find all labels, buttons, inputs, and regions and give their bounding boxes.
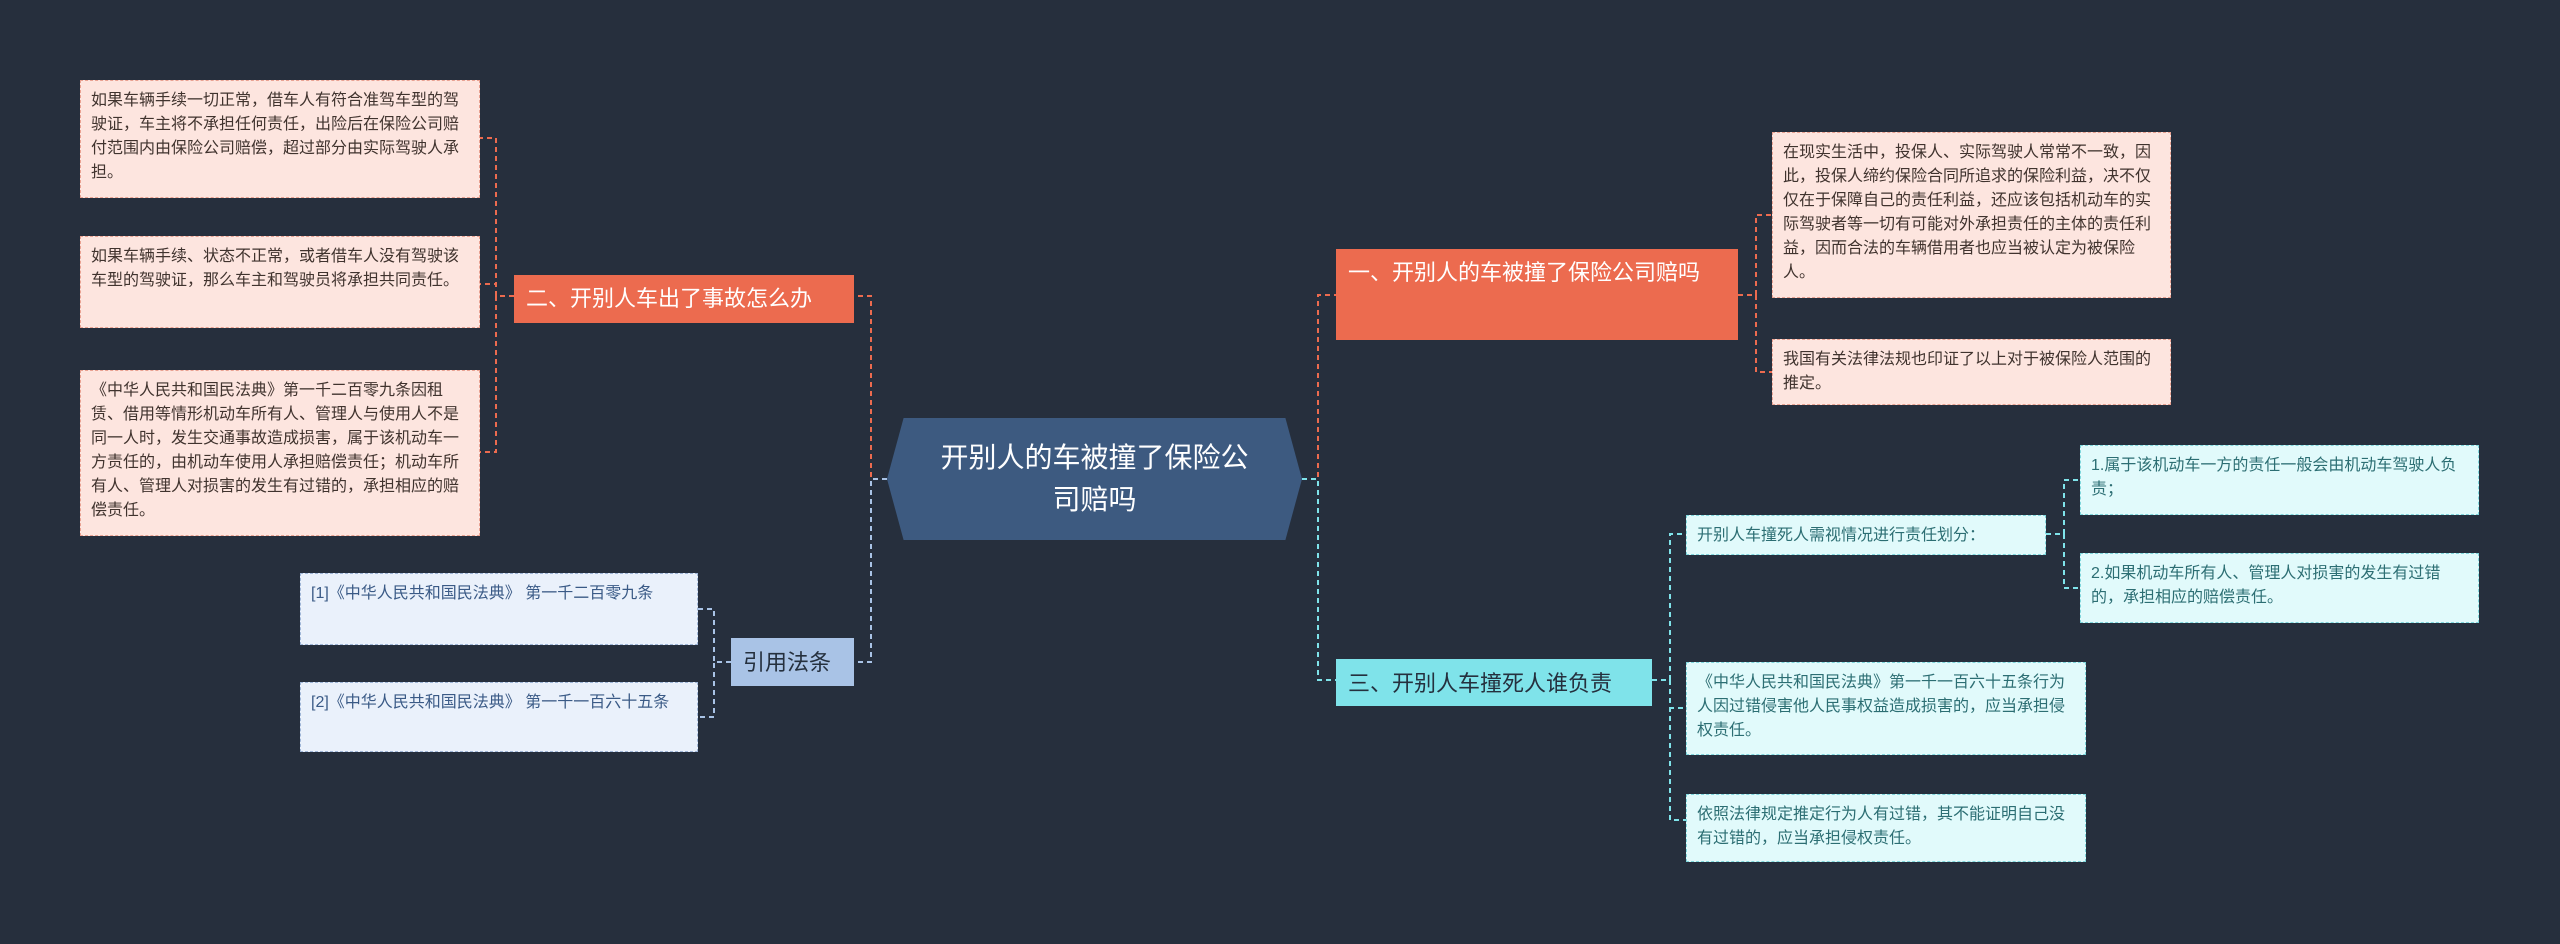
connector-b3-sub: [1652, 533, 1686, 681]
branch-2-leaf-1[interactable]: 如果车辆手续一切正常，借车人有符合准驾车型的驾驶证，车主将不承担任何责任，出险后…: [80, 80, 480, 198]
branch-topic-3[interactable]: 三、开别人车撞死人谁负责: [1336, 659, 1652, 706]
connector-b2-leaf3: [480, 295, 514, 453]
branch-topic-1[interactable]: 一、开别人的车被撞了保险公司赔吗: [1336, 249, 1738, 340]
connector-b4-leaf2: [698, 661, 731, 718]
branch-topic-1-label: 一、开别人的车被撞了保险公司赔吗: [1348, 260, 1701, 285]
branch-2-leaf-3[interactable]: 《中华人民共和国民法典》第一千二百零九条因租赁、借用等情形机动车所有人、管理人与…: [80, 370, 480, 536]
branch-2-leaf-1-text: 如果车辆手续一切正常，借车人有符合准驾车型的驾驶证，车主将不承担任何责任，出险后…: [91, 92, 460, 181]
branch-1-leaf-1-text: 在现实生活中，投保人、实际驾驶人常常不一致，因此，投保人缔约保险合同所追求的保险…: [1783, 144, 2152, 281]
root-topic-label: 开别人的车被撞了保险公司赔吗: [940, 442, 1249, 515]
connector-sub-leaf1: [2046, 479, 2080, 535]
branch-4-leaf-2[interactable]: [2]《中华人民共和国民法典》 第一千一百六十五条: [300, 682, 698, 752]
branch-3-leaf-2[interactable]: 依照法律规定推定行为人有过错，其不能证明自己没有过错的，应当承担侵权责任。: [1686, 794, 2086, 862]
branch-3-sub-topic[interactable]: 开别人车撞死人需视情况进行责任划分：: [1686, 515, 2046, 555]
branch-4-leaf-1[interactable]: [1]《中华人民共和国民法典》 第一千二百零九条: [300, 573, 698, 645]
connector-sub-leaf2: [2046, 533, 2080, 589]
branch-3-sub-leaf-1[interactable]: 1.属于该机动车一方的责任一般会由机动车驾驶人负责；: [2080, 445, 2479, 515]
branch-2-leaf-3-text: 《中华人民共和国民法典》第一千二百零九条因租赁、借用等情形机动车所有人、管理人与…: [91, 382, 460, 519]
branch-1-leaf-2[interactable]: 我国有关法律法规也印证了以上对于被保险人范围的推定。: [1772, 339, 2171, 405]
branch-topic-2-label: 二、开别人车出了事故怎么办: [526, 286, 813, 311]
branch-3-leaf-1-text: 《中华人民共和国民法典》第一千一百六十五条行为人因过错侵害他人民事权益造成损害的…: [1697, 674, 2066, 739]
connector-b3-leaf2: [1652, 679, 1686, 821]
branch-3-sub-leaf-1-text: 1.属于该机动车一方的责任一般会由机动车驾驶人负责；: [2091, 457, 2457, 498]
branch-topic-4[interactable]: 引用法条: [731, 638, 854, 686]
branch-topic-3-label: 三、开别人车撞死人谁负责: [1348, 671, 1613, 696]
branch-3-sub-topic-text: 开别人车撞死人需视情况进行责任划分：: [1697, 527, 1986, 544]
connector-root-b3: [1302, 478, 1336, 681]
connector-b4-leaf1: [698, 608, 731, 663]
branch-topic-2[interactable]: 二、开别人车出了事故怎么办: [514, 275, 854, 323]
branch-1-leaf-1[interactable]: 在现实生活中，投保人、实际驾驶人常常不一致，因此，投保人缔约保险合同所追求的保险…: [1772, 132, 2171, 298]
branch-3-sub-leaf-2[interactable]: 2.如果机动车所有人、管理人对损害的发生有过错的，承担相应的赔偿责任。: [2080, 553, 2479, 623]
branch-4-leaf-1-text: [1]《中华人民共和国民法典》 第一千二百零九条: [311, 585, 654, 602]
branch-1-leaf-2-text: 我国有关法律法规也印证了以上对于被保险人范围的推定。: [1783, 351, 2152, 392]
connector-root-b1: [1302, 294, 1336, 480]
branch-3-sub-leaf-2-text: 2.如果机动车所有人、管理人对损害的发生有过错的，承担相应的赔偿责任。: [2091, 565, 2441, 606]
branch-2-leaf-2-text: 如果车辆手续、状态不正常，或者借车人没有驾驶该车型的驾驶证，那么车主和驾驶员将承…: [91, 248, 460, 289]
connector-b1-leaf2: [1738, 294, 1772, 373]
connector-b1-leaf1: [1738, 214, 1772, 296]
branch-3-leaf-1[interactable]: 《中华人民共和国民法典》第一千一百六十五条行为人因过错侵害他人民事权益造成损害的…: [1686, 662, 2086, 755]
branch-3-leaf-2-text: 依照法律规定推定行为人有过错，其不能证明自己没有过错的，应当承担侵权责任。: [1697, 806, 2066, 847]
branch-topic-4-label: 引用法条: [743, 650, 832, 675]
root-topic[interactable]: 开别人的车被撞了保险公司赔吗: [887, 418, 1302, 540]
connector-b2-leaf2: [480, 283, 514, 297]
connector-b2-leaf1: [480, 137, 514, 297]
branch-2-leaf-2[interactable]: 如果车辆手续、状态不正常，或者借车人没有驾驶该车型的驾驶证，那么车主和驾驶员将承…: [80, 236, 480, 328]
branch-4-leaf-2-text: [2]《中华人民共和国民法典》 第一千一百六十五条: [311, 694, 670, 711]
connector-root-b2: [854, 295, 887, 480]
connector-root-b4: [854, 478, 887, 663]
